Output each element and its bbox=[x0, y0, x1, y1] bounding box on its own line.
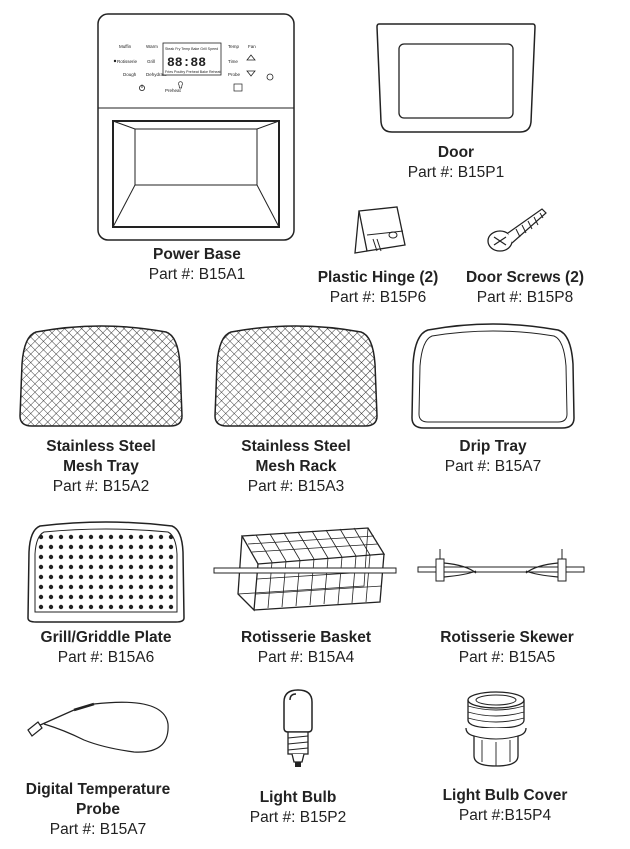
panel-label-dough: Dough bbox=[123, 72, 137, 77]
part-name: Door bbox=[437, 144, 475, 161]
rotisserie-basket-illustration bbox=[213, 527, 397, 612]
display-digits: 88:88 bbox=[167, 55, 206, 70]
part-name: Light Bulb Cover bbox=[442, 787, 568, 804]
panel-label-preheat: Preheat bbox=[165, 88, 182, 93]
mesh-rack-caption: Stainless Steel Mesh Rack Part #: B15A3 bbox=[211, 437, 381, 497]
part-number: Part #: B15P1 bbox=[407, 164, 505, 181]
part-number: Part #: B15P2 bbox=[249, 809, 347, 826]
part-number: Part #: B15A2 bbox=[52, 478, 150, 495]
light-bulb-illustration bbox=[283, 689, 313, 767]
part-name: Power Base bbox=[153, 246, 241, 263]
light-bulb-cover-illustration bbox=[465, 691, 527, 767]
screws-caption: Door Screws (2) Part #: B15P8 bbox=[455, 268, 595, 308]
panel-label-probe: Probe bbox=[228, 72, 241, 77]
panel-label-fan: Fan bbox=[248, 44, 256, 49]
part-number: Part #: B15A7 bbox=[444, 458, 542, 475]
part-name: Rotisserie Skewer bbox=[440, 629, 574, 646]
part-number: Part #: B15P6 bbox=[329, 289, 427, 306]
light-bulb-cover-caption: Light Bulb Cover Part #:B15P4 bbox=[425, 786, 585, 826]
mesh-tray-illustration bbox=[19, 325, 183, 427]
part-number: Part #: B15A1 bbox=[148, 266, 246, 283]
up-arrow-icon bbox=[246, 54, 256, 61]
dial-icon bbox=[266, 73, 274, 81]
part-name: Door Screws (2) bbox=[465, 269, 584, 286]
display-bottom-text: Fries Poultry Preheat Bake Reheat bbox=[165, 70, 221, 74]
panel-label-muffin: Muffin bbox=[119, 44, 132, 49]
part-number: Part #: B15A7 bbox=[49, 821, 147, 838]
screw-illustration bbox=[487, 208, 547, 252]
light-icon bbox=[178, 81, 183, 89]
display-screen bbox=[162, 42, 222, 76]
rotisserie-basket-caption: Rotisserie Basket Part #: B15A4 bbox=[211, 628, 401, 668]
part-number: Part #:B15P4 bbox=[458, 807, 552, 824]
mesh-tray-caption: Stainless Steel Mesh Tray Part #: B15A2 bbox=[16, 437, 186, 497]
probe-illustration bbox=[27, 701, 169, 753]
hinge-illustration bbox=[354, 206, 406, 254]
rotisserie-skewer-caption: Rotisserie Skewer Part #: B15A5 bbox=[412, 628, 602, 668]
panel-label-temp: Temp bbox=[228, 44, 240, 49]
rotisserie-skewer-illustration bbox=[417, 549, 585, 582]
drip-tray-caption: Drip Tray Part #: B15A7 bbox=[408, 437, 578, 477]
grill-plate-illustration bbox=[27, 521, 185, 623]
panel-label-warm: Warm bbox=[146, 44, 158, 49]
display-top-text: Steak Fry Temp Bake Grill Speed bbox=[165, 47, 218, 51]
drip-tray-illustration bbox=[411, 323, 575, 429]
part-number: Part #: B15A4 bbox=[257, 649, 355, 666]
hinge-caption: Plastic Hinge (2) Part #: B15P6 bbox=[303, 268, 453, 308]
panel-label-grill: Grill bbox=[147, 59, 155, 64]
part-name: Plastic Hinge (2) bbox=[317, 269, 439, 286]
panel-label-rotisserie: Rotisserie bbox=[117, 59, 138, 64]
power-base-caption: Power Base Part #: B15A1 bbox=[97, 245, 297, 285]
mesh-rack-illustration bbox=[214, 325, 378, 427]
part-number: Part #: B15A3 bbox=[247, 478, 345, 495]
door-illustration bbox=[376, 23, 536, 133]
part-name: Rotisserie Basket bbox=[240, 629, 372, 646]
part-number: Part #: B15A6 bbox=[57, 649, 155, 666]
part-name: Stainless Steel Mesh Tray bbox=[46, 438, 156, 475]
part-name: Drip Tray bbox=[459, 438, 527, 455]
part-name: Stainless Steel Mesh Rack bbox=[241, 438, 351, 475]
power-base-illustration: Muffin Rotisserie Dough Warm Grill Dehyd… bbox=[97, 13, 295, 241]
down-arrow-icon bbox=[246, 70, 256, 77]
grill-plate-caption: Grill/Griddle Plate Part #: B15A6 bbox=[11, 628, 201, 668]
part-number: Part #: B15A5 bbox=[458, 649, 556, 666]
part-name: Digital Temperature Probe bbox=[25, 781, 171, 818]
part-number: Part #: B15P8 bbox=[476, 289, 574, 306]
light-bulb-caption: Light Bulb Part #: B15P2 bbox=[218, 788, 378, 828]
panel-label-time: Time bbox=[228, 59, 238, 64]
door-caption: Door Part #: B15P1 bbox=[376, 143, 536, 183]
grid-icon bbox=[233, 83, 243, 92]
panel-label-dehydrate: Dehydrate bbox=[146, 72, 167, 77]
part-name: Grill/Griddle Plate bbox=[40, 629, 172, 646]
part-name: Light Bulb bbox=[259, 789, 337, 806]
probe-caption: Digital Temperature Probe Part #: B15A7 bbox=[8, 780, 188, 840]
